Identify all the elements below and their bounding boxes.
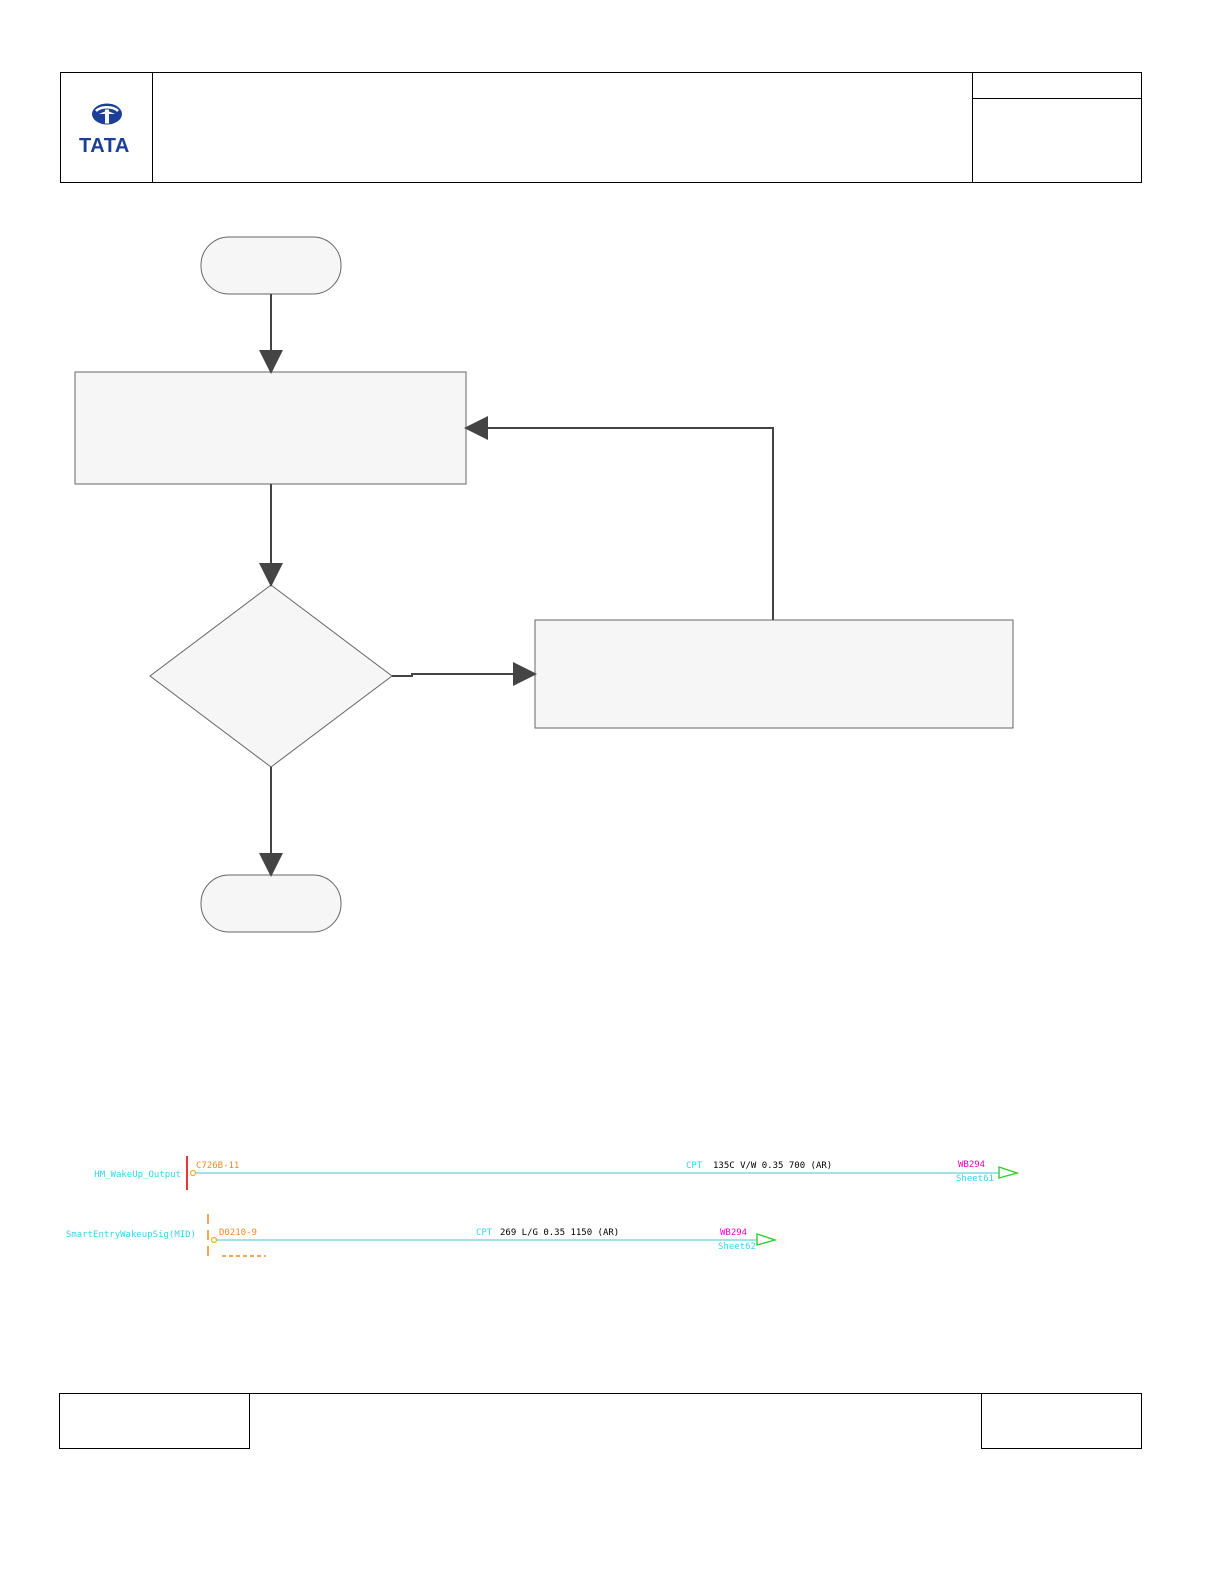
header-frame xyxy=(60,72,1142,183)
end-terminator xyxy=(200,874,342,933)
decision-diamond xyxy=(149,584,393,768)
logo: TATA xyxy=(70,96,150,160)
flowchart xyxy=(74,236,1014,933)
footer-left-cell xyxy=(59,1393,250,1449)
footer-middle-rule xyxy=(250,1393,981,1394)
wire-connector: D0210-9 xyxy=(219,1228,257,1238)
header-right-rule xyxy=(972,98,1142,99)
wire-cpt: CPT xyxy=(686,1161,703,1171)
offsheet-arrow-icon xyxy=(756,1233,778,1246)
footer-right-cell xyxy=(981,1393,1142,1449)
connector-action-to-process xyxy=(464,416,774,620)
logo-text: TATA xyxy=(79,135,130,157)
connector-decision-to-action xyxy=(392,662,537,686)
wire-connector: C726B-11 xyxy=(196,1161,239,1171)
header-divider-left xyxy=(152,72,153,183)
pin-circle xyxy=(189,1169,197,1177)
wire-destination: WB294 xyxy=(958,1160,985,1170)
tata-logo-icon: TATA xyxy=(79,103,130,157)
wire-destination: WB294 xyxy=(720,1228,747,1238)
wiring-diagram: HM_WakeUp_Output C726B-11 CPT 135C V/W 0… xyxy=(66,1156,1020,1258)
wire-signal-name: SmartEntryWakeupSig(MID) xyxy=(66,1230,196,1240)
process-box xyxy=(74,371,467,485)
pin-circle xyxy=(210,1236,218,1244)
connector-bar xyxy=(186,1156,188,1190)
wire-cpt: CPT xyxy=(476,1228,493,1238)
start-terminator xyxy=(200,236,342,295)
offsheet-arrow-icon xyxy=(998,1166,1020,1179)
wire-spec: 135C V/W 0.35 700 (AR) xyxy=(713,1161,832,1171)
wire-sheet: Sheet61 xyxy=(956,1174,994,1184)
wire-signal-name: HM_WakeUp_Output xyxy=(94,1170,181,1180)
action-box xyxy=(534,619,1014,729)
wire-sheet: Sheet62 xyxy=(718,1242,756,1252)
header-divider-right xyxy=(972,72,973,183)
wire-spec: 269 L/G 0.35 1150 (AR) xyxy=(500,1228,619,1238)
